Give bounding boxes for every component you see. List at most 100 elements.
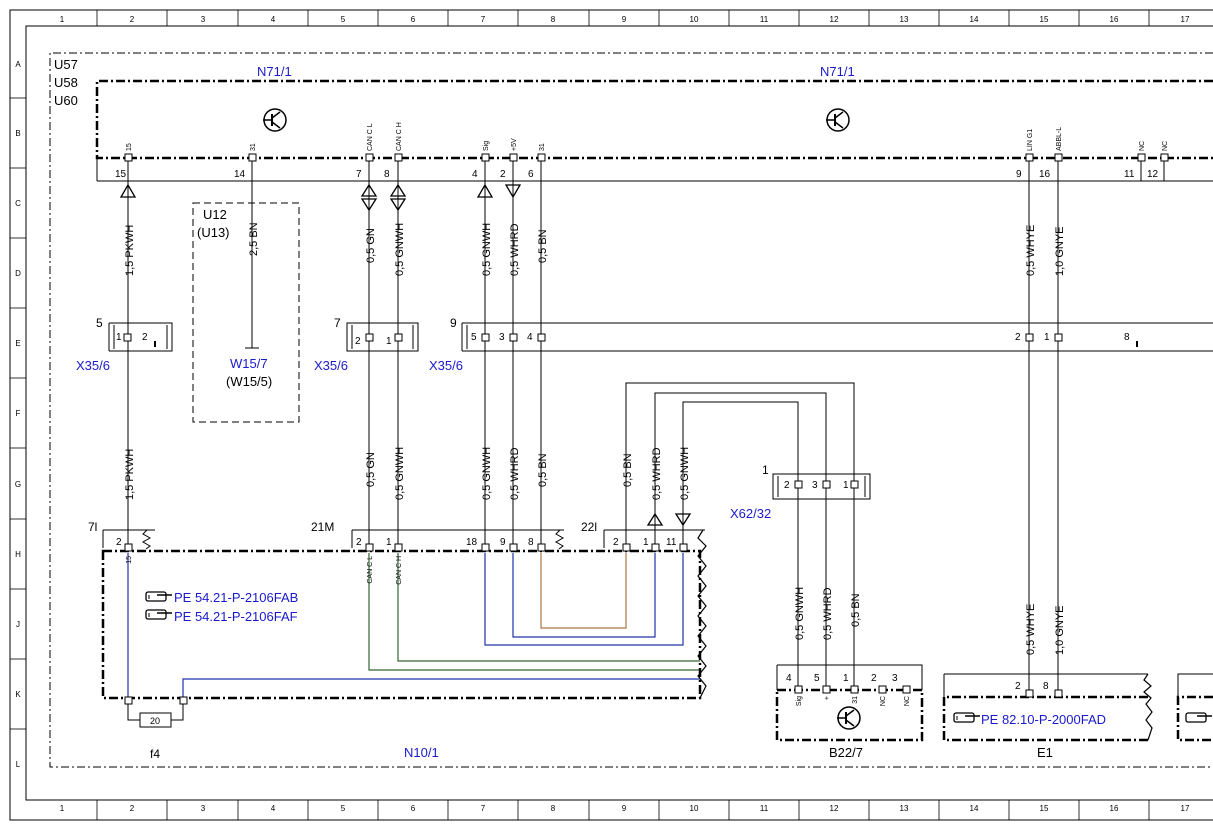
x35b-number: 7 bbox=[334, 316, 341, 330]
pin-terminal bbox=[481, 153, 490, 162]
wire-label: 0,5 GNWH bbox=[481, 223, 493, 276]
grid-col-label: 10 bbox=[690, 804, 699, 813]
grid-col-label: 12 bbox=[830, 15, 839, 24]
grid-col-label: 7 bbox=[481, 804, 486, 813]
connector-x35-a[interactable] bbox=[108, 322, 173, 352]
grid-row-label: J bbox=[16, 620, 20, 629]
x62-pin: 1 bbox=[843, 480, 849, 491]
pin-name: LIN G1 bbox=[1027, 129, 1034, 151]
wire-label: 0,5 WHRD bbox=[822, 587, 834, 640]
n71-label-left[interactable]: N71/1 bbox=[257, 64, 292, 79]
n10-pin: 11 bbox=[666, 537, 677, 548]
wires-black bbox=[127, 181, 1059, 690]
n10-unit bbox=[101, 529, 707, 700]
grid-row-label: L bbox=[16, 760, 21, 769]
pin-name: +5V bbox=[511, 138, 518, 151]
reference-link-3[interactable]: PE 82.10-P-2000FAD bbox=[981, 712, 1106, 727]
grid-col-label: 16 bbox=[1110, 15, 1119, 24]
grid-col-label: 8 bbox=[551, 804, 556, 813]
connector-x62[interactable] bbox=[772, 473, 871, 500]
grid-col-label: 3 bbox=[201, 15, 206, 24]
pin-name: CAN C L bbox=[367, 123, 374, 151]
reference-hand-icon bbox=[953, 712, 980, 723]
x35b-pin: 1 bbox=[386, 336, 392, 347]
grid-col-label: 13 bbox=[900, 15, 909, 24]
u12-label: U12 bbox=[203, 207, 227, 222]
b22-sensor[interactable] bbox=[775, 664, 924, 742]
grid-col-label: 4 bbox=[271, 804, 276, 813]
wire-label: 0,5 BN bbox=[537, 229, 549, 263]
x35c-pin: 5 bbox=[471, 332, 477, 343]
grid-col-label: 2 bbox=[130, 15, 135, 24]
pin-terminal bbox=[394, 153, 403, 162]
wire-label: 0,5 GNWH bbox=[794, 587, 806, 640]
wire-label: 0,5 BN bbox=[537, 453, 549, 487]
n10-pin: 2 bbox=[613, 537, 619, 548]
pin-terminal bbox=[124, 153, 133, 162]
b22-pin: 2 bbox=[871, 673, 877, 684]
x35a-label[interactable]: X35/6 bbox=[76, 358, 110, 373]
n71-label-right[interactable]: N71/1 bbox=[820, 64, 855, 79]
b22-pin: 1 bbox=[843, 673, 849, 684]
grid-col-label: 12 bbox=[830, 804, 839, 813]
pin-name: ABBL-L bbox=[1056, 127, 1063, 151]
w15-7-label[interactable]: W15/7 bbox=[230, 356, 268, 371]
wire-label: 0,5 WHRD bbox=[509, 223, 521, 276]
grid-col-label: 2 bbox=[130, 804, 135, 813]
x35c-pin: 3 bbox=[499, 332, 505, 343]
connector-x35-c[interactable] bbox=[461, 322, 1213, 352]
grid-col-label: 15 bbox=[1040, 15, 1049, 24]
b22-pin-name: NC bbox=[880, 696, 887, 706]
transistor-icon bbox=[837, 706, 861, 730]
x62-label[interactable]: X62/32 bbox=[730, 506, 771, 521]
pin-terminal bbox=[1160, 153, 1169, 162]
reference-link-1[interactable]: PE 54.21-P-2106FAB bbox=[174, 590, 298, 605]
grid-col-label: 13 bbox=[900, 804, 909, 813]
n10-connector-22l: 22l bbox=[581, 520, 597, 534]
reference-link-2[interactable]: PE 54.21-P-2106FAF bbox=[174, 609, 298, 624]
w15-5-label: (W15/5) bbox=[226, 374, 272, 389]
pin-number: 16 bbox=[1039, 169, 1051, 180]
grid-row-label: F bbox=[16, 409, 21, 418]
pin-number: 8 bbox=[384, 169, 390, 180]
grid-col-label: 9 bbox=[622, 804, 627, 813]
x62-pin: 2 bbox=[784, 480, 790, 491]
wire-label: 0,5 GNWH bbox=[394, 447, 406, 500]
wire-label: 2,5 BN bbox=[248, 222, 260, 256]
pin-terminal bbox=[248, 153, 257, 162]
pin-number: 15 bbox=[115, 169, 127, 180]
pin-number: 4 bbox=[472, 169, 478, 180]
pin-name: 31 bbox=[539, 143, 546, 151]
n10-connector-21m: 21M bbox=[311, 520, 334, 534]
wire-label: 0,5 WHRD bbox=[509, 447, 521, 500]
x35a-number: 5 bbox=[96, 316, 103, 330]
wire-label: 0,5 GN bbox=[365, 228, 377, 263]
pin-number: 14 bbox=[234, 169, 246, 180]
x35b-label[interactable]: X35/6 bbox=[314, 358, 348, 373]
b22-pin-name: NC bbox=[904, 696, 911, 706]
connector-x35-b[interactable] bbox=[346, 322, 419, 352]
pin-terminal bbox=[1137, 153, 1146, 162]
variant-label-3: U60 bbox=[54, 93, 78, 108]
wire-label: 0,5 BN bbox=[850, 593, 862, 627]
x35a-pin: 1 bbox=[116, 332, 122, 343]
x35c-number: 9 bbox=[450, 316, 457, 330]
transistor-icon bbox=[263, 108, 287, 132]
reference-hand-icon bbox=[145, 609, 172, 620]
grid-row-label: A bbox=[15, 60, 21, 69]
pin-number: 9 bbox=[1016, 169, 1022, 180]
pin-name: Sig bbox=[483, 141, 490, 151]
wire-label: 0,5 GN bbox=[365, 452, 377, 487]
fuse-number: 20 bbox=[150, 716, 160, 726]
x35c-pin: 8 bbox=[1124, 332, 1130, 343]
x62-number: 1 bbox=[762, 463, 769, 477]
b22-pin: 3 bbox=[892, 673, 898, 684]
x35c-label[interactable]: X35/6 bbox=[429, 358, 463, 373]
e1-unit[interactable] bbox=[942, 673, 1153, 742]
wire-label: 0,5 WHYE bbox=[1025, 225, 1037, 276]
grid-col-label: 17 bbox=[1181, 15, 1190, 24]
n10-label[interactable]: N10/1 bbox=[404, 745, 439, 760]
